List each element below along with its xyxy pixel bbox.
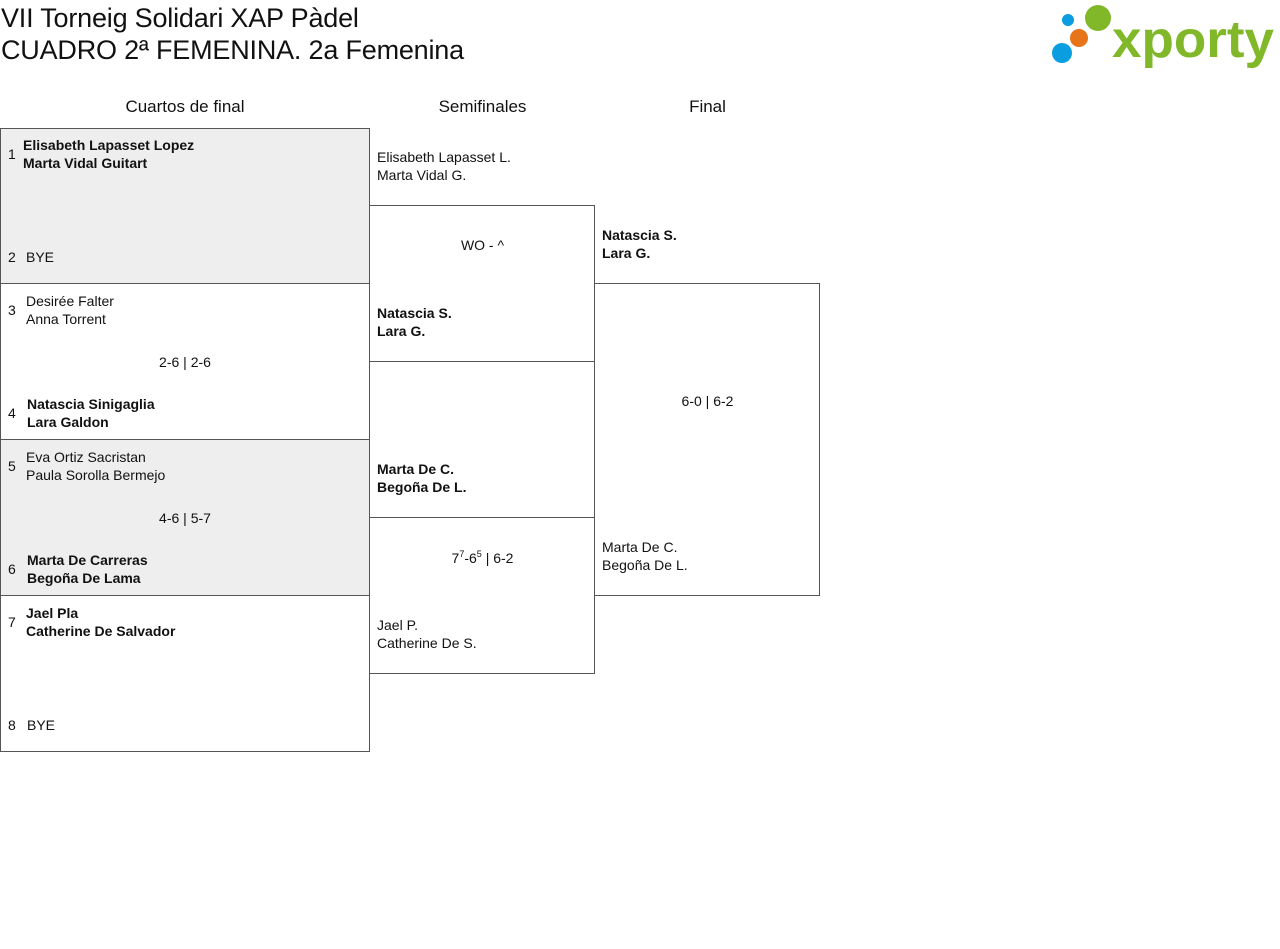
tournament-title: VII Torneig Solidari XAP Pàdel <box>1 3 359 33</box>
logo-dot-green <box>1085 5 1111 31</box>
player-name: Begoña De Lama <box>27 570 141 586</box>
player-name: Marta De C. <box>377 461 455 477</box>
seed-number: 2 <box>8 249 16 265</box>
team-entry-2: BYE <box>26 248 54 266</box>
player-name: BYE <box>26 249 55 265</box>
match-score: 6-0 | 6-2 <box>681 393 734 409</box>
player-name: Marta Vidal Guitart <box>23 155 148 171</box>
player-name: BYE <box>27 717 56 733</box>
team-entry-1[interactable]: Elisabeth Lapasset Lopez Marta Vidal Gui… <box>23 136 194 172</box>
match-score: WO - ^ <box>460 237 505 253</box>
final-team-2[interactable]: Marta De C. Begoña De L. <box>602 538 688 574</box>
player-name: Lara G. <box>602 245 651 261</box>
seed-number: 3 <box>8 302 16 318</box>
player-name: Anna Torrent <box>26 311 106 327</box>
player-name: Paula Sorolla Bermejo <box>26 467 166 483</box>
semifinal-team-1[interactable]: Elisabeth Lapasset L. Marta Vidal G. <box>377 148 511 184</box>
score-games-1: 7 <box>451 550 460 566</box>
player-name: Lara Galdon <box>27 414 109 430</box>
final-match <box>594 283 820 596</box>
seed-number: 4 <box>8 405 16 421</box>
player-name: Begoña De L. <box>377 479 467 495</box>
round-title-quarterfinals: Cuartos de final <box>125 97 245 116</box>
quarterfinal-match-1 <box>0 128 370 284</box>
logo-text: xporty <box>1112 11 1274 68</box>
semifinal-team-2[interactable]: Natascia S. Lara G. <box>377 304 452 340</box>
seed-number: 5 <box>8 458 16 474</box>
logo-dot-blue-large <box>1052 43 1072 63</box>
player-name: Natascia Sinigaglia <box>27 396 155 412</box>
team-entry-7[interactable]: Jael Pla Catherine De Salvador <box>26 604 175 640</box>
player-name: Begoña De L. <box>602 557 688 573</box>
player-name: Marta Vidal G. <box>377 167 467 183</box>
team-entry-5[interactable]: Eva Ortiz Sacristan Paula Sorolla Bermej… <box>26 448 165 484</box>
logo-dot-blue <box>1062 14 1074 26</box>
match-score: 2-6 | 2-6 <box>159 354 211 370</box>
team-entry-4[interactable]: Natascia Sinigaglia Lara Galdon <box>27 395 155 431</box>
player-name: Natascia S. <box>602 227 677 243</box>
score-rest: | 6-2 <box>481 550 514 566</box>
xporty-logo: xporty <box>1052 5 1274 68</box>
team-entry-3[interactable]: Desirée Falter Anna Torrent <box>26 292 114 328</box>
player-name: Desirée Falter <box>26 293 114 309</box>
seed-number: 8 <box>8 717 16 733</box>
round-title-final: Final <box>689 97 726 116</box>
player-name: Marta De C. <box>602 539 678 555</box>
player-name: Jael Pla <box>26 605 79 621</box>
seed-number: 6 <box>8 561 16 577</box>
player-name: Natascia S. <box>377 305 452 321</box>
player-name: Eva Ortiz Sacristan <box>26 449 146 465</box>
seed-number: 1 <box>8 146 16 162</box>
quarterfinal-match-3 <box>0 439 370 596</box>
team-entry-8: BYE <box>27 716 55 734</box>
player-name: Jael P. <box>377 617 418 633</box>
score-games-2: 6 <box>469 550 477 566</box>
seed-number: 7 <box>8 614 16 630</box>
team-entry-6[interactable]: Marta De Carreras Begoña De Lama <box>27 551 148 587</box>
tiebreak-score: 7 <box>459 549 465 559</box>
final-team-1[interactable]: Natascia S. Lara G. <box>602 226 677 262</box>
logo-dot-orange <box>1070 29 1088 47</box>
draw-title: CUADRO 2ª FEMENINA. 2a Femenina <box>1 35 464 65</box>
semifinal-team-3[interactable]: Marta De C. Begoña De L. <box>377 460 466 496</box>
match-score: 77-65 | 6-2 <box>451 549 514 567</box>
semifinal-team-4[interactable]: Jael P. Catherine De S. <box>377 616 477 652</box>
player-name: Elisabeth Lapasset L. <box>377 149 511 165</box>
player-name: Lara G. <box>377 323 426 339</box>
player-name: Elisabeth Lapasset Lopez <box>23 137 195 153</box>
player-name: Marta De Carreras <box>27 552 148 568</box>
round-title-semifinals: Semifinales <box>438 97 527 116</box>
player-name: Catherine De S. <box>377 635 477 651</box>
tiebreak-score: 5 <box>476 549 482 559</box>
player-name: Catherine De Salvador <box>26 623 176 639</box>
match-score: 4-6 | 5-7 <box>159 510 211 526</box>
